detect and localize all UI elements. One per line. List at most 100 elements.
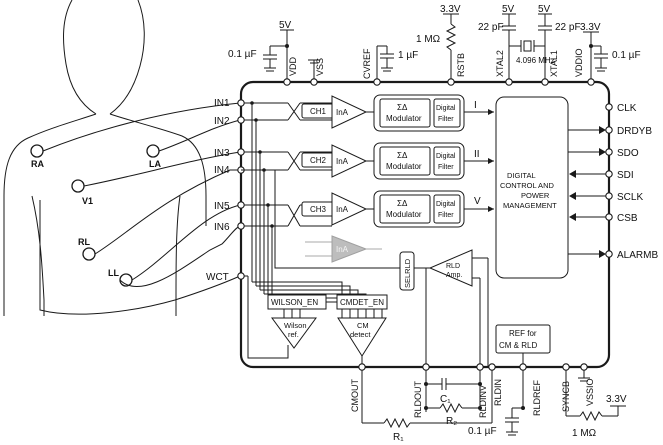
pin-in6: IN6 — [214, 222, 230, 233]
ch3-amp — [331, 192, 368, 226]
pin-xtal2: XTAL2 — [495, 50, 505, 77]
ch2-filter-bottom: Filter — [438, 164, 454, 171]
electrode-rl — [82, 247, 96, 261]
rstb-supply-label: 3.3V — [440, 4, 461, 15]
pin-drdyb: DRDYB — [617, 126, 652, 137]
ghost-amplifier: InA — [305, 235, 382, 263]
channel-2: CH2 InA ΣΔ Modulator Digital Filter II — [301, 142, 494, 180]
ch1-label: CH1 — [310, 107, 327, 116]
pin-cvref: CVREF — [362, 48, 372, 79]
pin-vdd: VDD — [288, 56, 298, 76]
pin-sdo: SDO — [617, 148, 639, 159]
rld-section: SELRLD RLD Amp. — [399, 249, 489, 367]
pin-alarmb: ALARMB — [617, 250, 658, 261]
cm-detect-line-1: CM — [357, 321, 369, 330]
cvref-cap-label: 1 µF — [398, 50, 418, 61]
digital-control-block: DIGITAL CONTROL AND POWER MANAGEMENT — [495, 96, 569, 279]
pin-rstb: RSTB — [456, 53, 466, 77]
ch3-output: V — [474, 196, 481, 207]
right-pins: CLK DRDYB SDO SDI SCLK CSB ALARMB — [568, 103, 658, 261]
pin-vddio: VDDIO — [574, 48, 584, 77]
pin-vss: VSS — [315, 58, 325, 76]
vdd-cap-label: 0.1 µF — [228, 49, 257, 60]
xtal1-cap-label: 22 pF — [555, 22, 581, 33]
r2-label: R₂ — [446, 416, 457, 427]
wilson-en-box — [267, 294, 327, 310]
pin-cmout: CMOUT — [350, 379, 360, 412]
rld-amp-line-2: Amp. — [446, 272, 462, 279]
xtal1-supply-label: 5V — [538, 4, 551, 15]
vddio-supply-label: 3.3V — [580, 22, 601, 33]
ch1-filter-top: Digital — [436, 105, 456, 112]
input-mux-wiring — [241, 101, 420, 359]
ch1-filter — [433, 98, 461, 128]
control-line-3: POWER — [521, 191, 550, 200]
c1-label: C₁ — [440, 394, 451, 405]
rstb-resistor-label: 1 MΩ — [416, 34, 441, 45]
ghost-amp-label: InA — [336, 245, 349, 254]
ch2-amp-label: InA — [336, 157, 349, 166]
pin-in5: IN5 — [214, 201, 230, 212]
channel-3: CH3 InA ΣΔ Modulator Digital Filter V — [301, 190, 494, 228]
syncb-supply-label: 3.3V — [606, 394, 627, 405]
ch3-filter-bottom: Filter — [438, 212, 454, 219]
control-line-1: DIGITAL — [507, 171, 536, 180]
ch1-modulator — [379, 98, 431, 128]
pin-rldin: RLDIN — [493, 379, 503, 406]
control-line-2: CONTROL AND — [500, 181, 554, 190]
ref-block-line-1: REF for — [509, 329, 537, 338]
wilson-en-label: WILSON_EN — [271, 298, 318, 307]
pin-sdi: SDI — [617, 170, 634, 181]
xtal2-supply-label: 5V — [502, 4, 515, 15]
rldref-cap-label: 0.1 µF — [468, 426, 497, 437]
electrode-label-la: LA — [149, 159, 161, 169]
electrode-label-ra: RA — [31, 159, 44, 169]
ch3-modulator-label: Modulator — [386, 210, 422, 219]
ch2-filter-top: Digital — [436, 153, 456, 160]
electrode-label-rl: RL — [78, 237, 90, 247]
rld-amplifier — [428, 249, 473, 287]
cm-detect-triangle — [337, 317, 387, 357]
electrode-la — [146, 144, 160, 158]
pin-sclk: SCLK — [617, 192, 643, 203]
ch3-filter-top: Digital — [436, 201, 456, 208]
xtal2-cap-label: 22 pF — [478, 22, 504, 33]
ch1-modulator-label: Modulator — [386, 114, 422, 123]
cm-detect-line-2: detect — [350, 330, 371, 339]
control-line-4: MANAGEMENT — [503, 201, 557, 210]
pin-rldinv: RLDINV — [478, 385, 488, 418]
crystal-freq-value: 4.096 MHz — [516, 56, 555, 65]
ch2-label: CH2 — [310, 156, 327, 165]
pin-clk: CLK — [617, 103, 637, 114]
bottom-pins: CMOUT RLDOUT RLDINV RLDIN RLDREF SYNCB V… — [350, 363, 627, 443]
ref-block: REF for CM & RLD — [495, 324, 551, 367]
ch2-modulator-label: Modulator — [386, 162, 422, 171]
pin-wct: WCT — [206, 272, 229, 283]
ch1-output: I — [474, 100, 477, 111]
ch1-filter-bottom: Filter — [438, 116, 454, 123]
ch3-modulator-sym: ΣΔ — [397, 199, 408, 208]
pin-csb: CSB — [617, 213, 638, 224]
ch2-filter — [433, 146, 461, 176]
pin-in2: IN2 — [214, 116, 230, 127]
vdd-supply-label: 5V — [279, 20, 292, 31]
electrode-v1 — [71, 179, 85, 193]
ch1-amp-label: InA — [336, 108, 349, 117]
left-pins: IN1 IN2 IN3 IN4 IN5 IN6 WCT — [206, 98, 245, 283]
pin-rldout: RLDOUT — [413, 380, 423, 418]
top-pins: 5V 0.1 µF VDD VSS 1 µF CVREF 3.3V — [228, 4, 641, 86]
torso-outline — [3, 0, 207, 316]
ch2-amp — [331, 144, 368, 178]
wilson-ref-line-1: Wilson — [284, 321, 307, 330]
selrld-box — [399, 251, 415, 291]
cmdet-en-box — [336, 294, 388, 310]
rld-amp-line-1: RLD — [446, 263, 460, 270]
pin-in4: IN4 — [214, 165, 230, 176]
cm-detect-block: CMDET_EN CM detect — [336, 294, 388, 367]
selrld-label: SELRLD — [403, 258, 412, 288]
vddio-cap-label: 0.1 µF — [612, 50, 641, 61]
pin-rldref: RLDREF — [532, 379, 542, 416]
pin-xtal1: XTAL1 — [549, 50, 559, 77]
wilson-block: WILSON_EN Wilson ref. — [267, 294, 327, 349]
ch3-label: CH3 — [310, 205, 327, 214]
